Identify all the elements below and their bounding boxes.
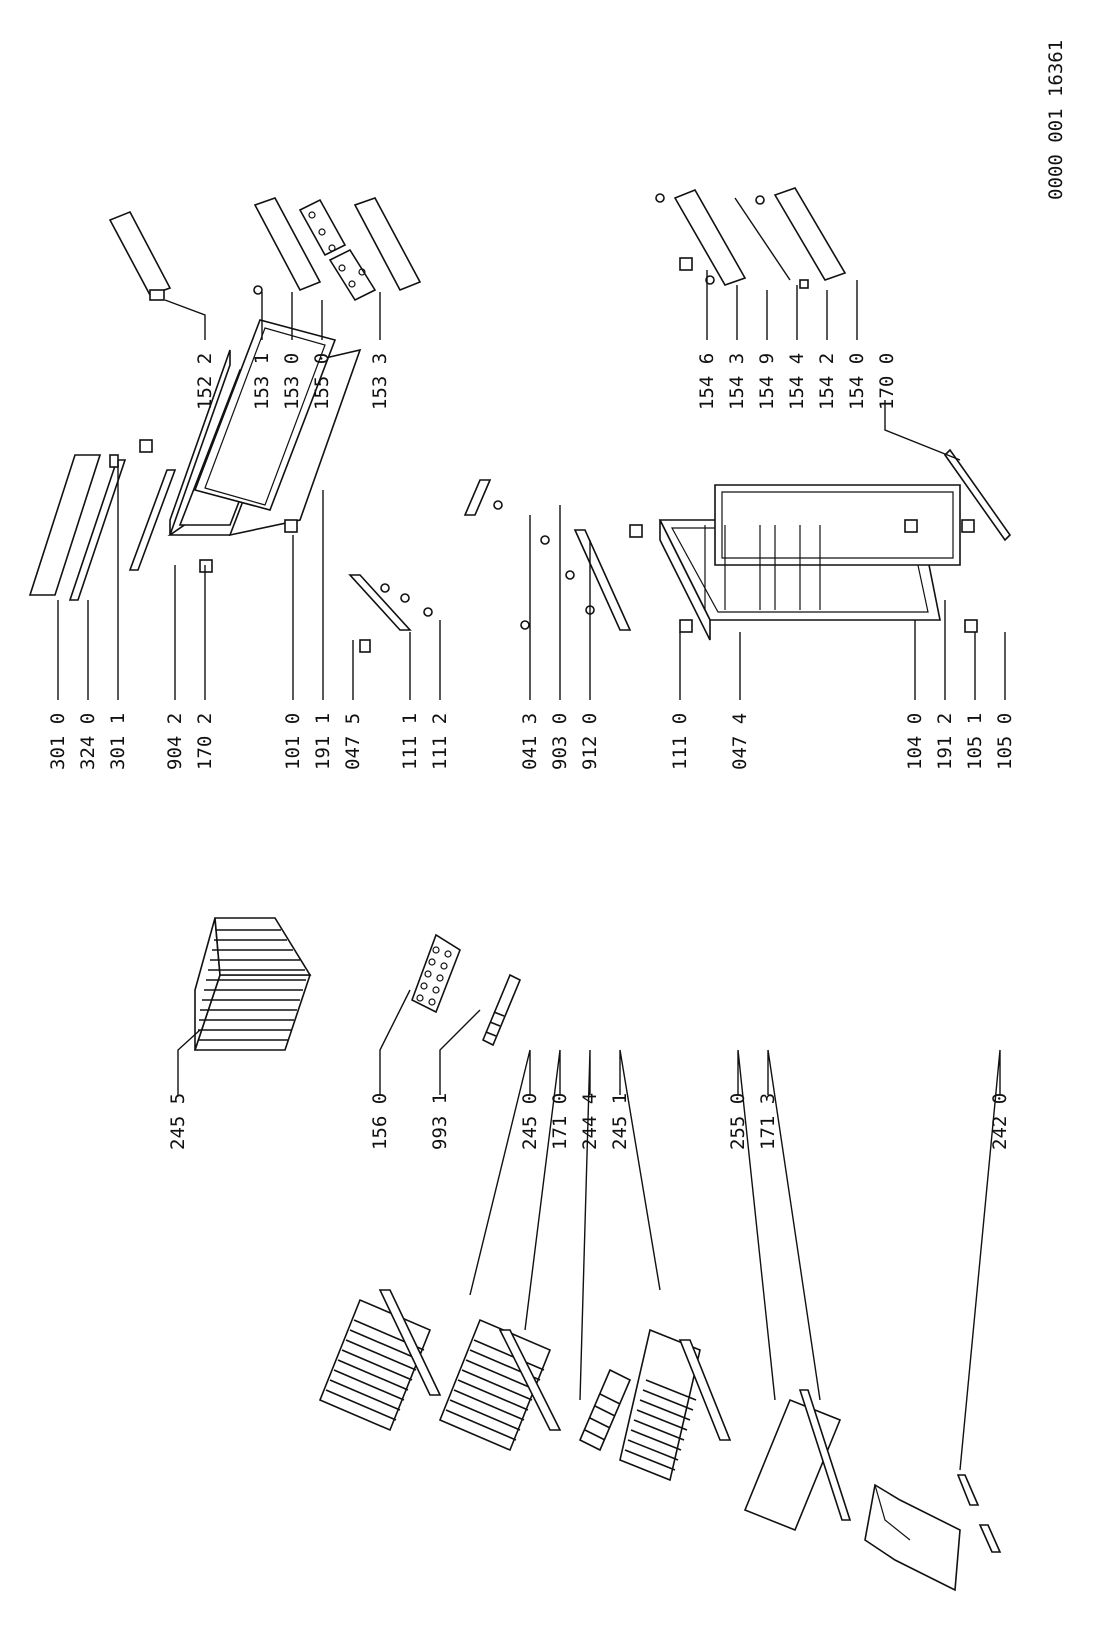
part-label: 244 4 — [579, 1093, 601, 1150]
part-label: 154 0 — [846, 353, 868, 410]
part-label: 154 2 — [816, 353, 838, 410]
part-label: 245 0 — [519, 1093, 541, 1150]
part-label: 171 0 — [549, 1093, 571, 1150]
door-shelf-right-drawing — [655, 187, 847, 289]
part-label: 152 2 — [194, 353, 216, 410]
part-label: 170 2 — [194, 713, 216, 770]
part-label: 153 1 — [251, 353, 273, 410]
upper-hinge-parts-drawing — [348, 574, 433, 653]
part-label: 047 5 — [342, 713, 364, 770]
part-label: 912 0 — [579, 713, 601, 770]
part-label: 242 0 — [989, 1093, 1011, 1150]
upper-door-components-drawing — [28, 319, 362, 601]
part-label: 301 0 — [47, 713, 69, 770]
crisper-drawer-drawing — [864, 1474, 1002, 1592]
part-label: 301 1 — [107, 713, 129, 770]
part-label: 904 2 — [164, 713, 186, 770]
part-label: 191 2 — [934, 713, 956, 770]
part-label: 153 3 — [369, 353, 391, 410]
part-label: 111 1 — [399, 713, 421, 770]
document-reference: 0000 001 16361 — [1045, 40, 1067, 200]
part-label: 154 6 — [696, 353, 718, 410]
part-label: 170 0 — [876, 353, 898, 410]
leader-lines — [57, 270, 1006, 1471]
part-label: 154 3 — [726, 353, 748, 410]
part-labels: 245 5 156 0 993 1 245 0 171 0 244 4 245 … — [47, 353, 1016, 1150]
part-label: 041 3 — [519, 713, 541, 770]
part-label: 111 2 — [429, 713, 451, 770]
wire-basket-large-drawing — [193, 917, 312, 1051]
part-label: 245 1 — [609, 1093, 631, 1150]
part-label: 156 0 — [369, 1093, 391, 1150]
middle-hinge-parts-drawing — [463, 479, 693, 633]
part-label: 104 0 — [904, 713, 926, 770]
part-label: 171 3 — [757, 1093, 779, 1150]
part-label: 105 0 — [994, 713, 1016, 770]
ice-cube-tray-drawing — [411, 933, 461, 1014]
part-label: 245 5 — [167, 1093, 189, 1150]
shelf-rack-2-drawing — [438, 1318, 562, 1452]
ice-scraper-drawing — [481, 973, 522, 1047]
part-label: 155 0 — [311, 353, 333, 410]
part-label: 153 0 — [281, 353, 303, 410]
part-label: 191 1 — [312, 713, 334, 770]
lower-door-drawing — [629, 448, 1012, 641]
part-label: 255 0 — [727, 1093, 749, 1150]
part-label: 154 4 — [786, 353, 808, 410]
part-label: 903 0 — [549, 713, 571, 770]
part-label: 993 1 — [429, 1093, 451, 1150]
door-shelf-top-drawing — [108, 210, 172, 301]
shelf-rack-3-drawing — [578, 1328, 732, 1482]
part-label: 101 0 — [282, 713, 304, 770]
part-label: 111 0 — [669, 713, 691, 770]
part-label: 105 1 — [964, 713, 986, 770]
part-label: 154 9 — [756, 353, 778, 410]
door-shelves-drawing — [253, 197, 422, 302]
glass-shelf-drawing — [743, 1389, 852, 1532]
shelf-rack-1-drawing — [318, 1289, 442, 1432]
part-label: 047 4 — [729, 713, 751, 770]
part-label: 324 0 — [77, 713, 99, 770]
